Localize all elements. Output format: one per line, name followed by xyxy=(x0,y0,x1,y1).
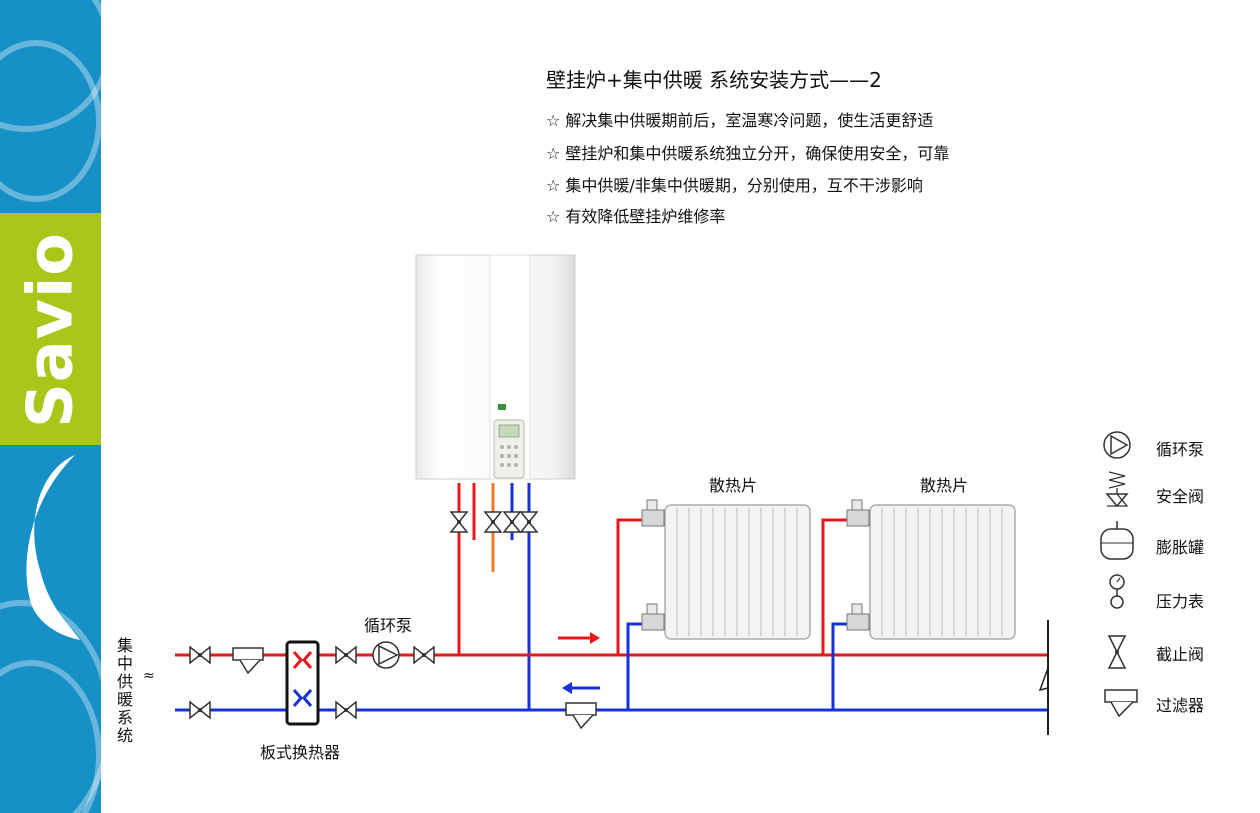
brand-wave-icon xyxy=(26,455,80,640)
heat-exchanger-label: 板式换热器 xyxy=(260,743,341,762)
legend-pump-label: 循环泵 xyxy=(1156,440,1205,459)
pressure-gauge-icon xyxy=(1109,574,1125,609)
bullet-item: ☆ 解决集中供暖期前后，室温寒冷问题，使生活更舒适 xyxy=(546,111,934,130)
legend-safety-valve-label: 安全阀 xyxy=(1156,487,1205,506)
page-title: 壁挂炉+集中供暖 系统安装方式——2 xyxy=(546,68,882,92)
circulation-pump xyxy=(372,641,400,669)
pump-icon xyxy=(1103,431,1131,459)
legend-pressure-gauge-label: 压力表 xyxy=(1156,592,1205,611)
radiator-2-label: 散热片 xyxy=(920,476,969,495)
radiator-1 xyxy=(641,499,811,640)
pump-label: 循环泵 xyxy=(364,616,413,635)
filter-supply xyxy=(232,647,264,675)
wall-boiler xyxy=(415,254,576,480)
expansion-tank-icon xyxy=(1100,521,1134,560)
legend-expansion-tank-label: 膨胀罐 xyxy=(1156,538,1205,557)
safety-valve-icon xyxy=(1105,471,1129,508)
legend-stop-valve-label: 截止阀 xyxy=(1156,645,1205,664)
legend-filter-label: 过滤器 xyxy=(1156,696,1205,715)
filter-icon xyxy=(1104,689,1138,718)
bullet-item: ☆ 壁挂炉和集中供暖系统独立分开，确保使用安全，可靠 xyxy=(546,144,950,163)
wave-symbol: ≈ xyxy=(143,668,155,684)
filter-return xyxy=(565,702,597,730)
radiator-1-label: 散热片 xyxy=(709,476,758,495)
plate-heat-exchanger xyxy=(285,640,320,726)
central-heating-label: 集中供暖系统 xyxy=(117,636,134,745)
stop-valve-icon xyxy=(1107,635,1127,669)
bullet-item: ☆ 集中供暖/非集中供暖期，分别使用，互不干涉影响 xyxy=(546,176,923,195)
bullet-item: ☆ 有效降低壁挂炉维修率 xyxy=(546,207,726,226)
brand-band xyxy=(0,213,101,445)
radiator-2 xyxy=(846,499,1016,640)
